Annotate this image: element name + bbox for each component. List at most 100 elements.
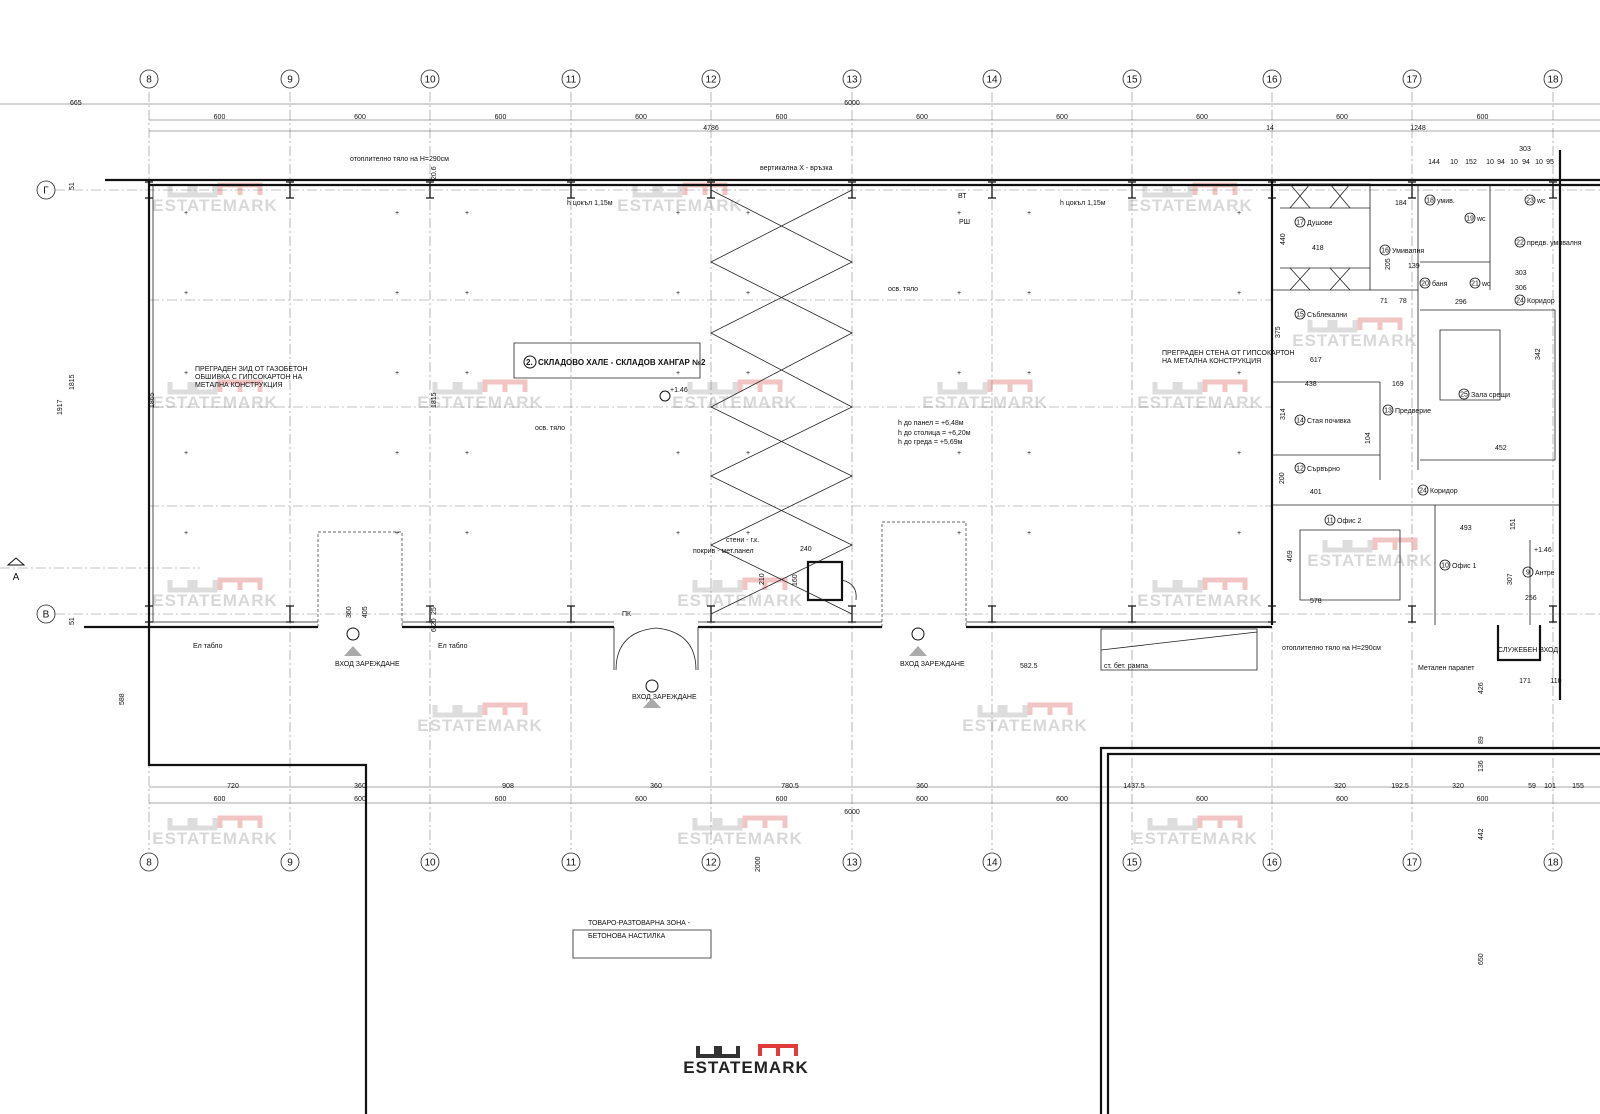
point-marker: + [395,530,399,537]
room-dimension: 303 [1515,270,1527,277]
room-number-bubble [1379,244,1391,256]
dimension: 1437.5 [1123,783,1145,790]
axis-row-label: Г [43,186,49,197]
point-marker: + [746,290,750,297]
axis-bubble [1122,69,1142,89]
point-marker: + [465,290,469,297]
room-number: 24 [1516,298,1524,305]
room-name: wc [1476,216,1486,223]
dimension: 600 [1196,114,1208,121]
dimension: 600 [354,796,366,803]
room-number: 23 [1526,198,1534,205]
dimension: 152 [1465,159,1477,166]
point-marker: + [184,290,188,297]
watermark: ESTATEMARK [152,577,277,610]
dimension: 600 [1477,796,1489,803]
annotation: h цокъл 1,15м [567,200,613,207]
section-marker [6,557,26,566]
door-motor-icon [911,627,925,641]
watermark-text: ESTATEMARK [617,196,743,215]
watermark-text: ESTATEMARK [152,829,278,848]
axis-label: 14 [986,75,998,86]
room-number-bubble [1324,514,1336,526]
dimension: 10 [1535,159,1543,166]
room-name: Коридор [1527,298,1555,305]
annotation: ВХОД ЗАРЕЖДАНЕ [335,661,400,668]
room-name: Съблекални [1307,311,1347,319]
office-block [1270,150,1562,700]
watermark-text: ESTATEMARK [1132,829,1258,848]
dimension: 600 [916,114,928,121]
axis-label: 18 [1547,75,1559,86]
axis-label: 14 [986,858,998,869]
dimension: 600 [776,796,788,803]
room-dimension: 104 [1365,432,1372,444]
room-dimension: 169 [1392,381,1404,388]
point-marker: + [395,290,399,297]
watermark: ESTATEMARK [922,379,1047,412]
room-name: Коридор [1430,488,1458,495]
dimension: 600 [214,114,226,121]
room-number: 24 [1419,488,1427,495]
annotation: 405 [362,606,369,618]
point-marker: + [1027,370,1031,377]
axis-label: 18 [1547,858,1559,869]
watermark-text: ESTATEMARK [677,829,803,848]
axis-label: 10 [424,75,436,86]
room-number-bubble [1464,212,1476,224]
room-number-bubble [1469,277,1481,289]
axis-label: 15 [1126,75,1138,86]
door-motor-icon [645,679,659,693]
room-number: 21 [1471,281,1479,288]
dimension: 320 [1452,783,1464,790]
watermark-text: ESTATEMARK [1137,393,1263,412]
point-marker: + [1027,530,1031,537]
axis-label: 10 [424,858,436,869]
room-number-bubble [1294,462,1306,474]
room-dimension: 452 [1495,445,1507,452]
room-dimension: 306 [1515,285,1527,292]
dimension: 600 [495,114,507,121]
point-marker: + [1027,210,1031,217]
logo-text: ESTATEMARK [683,1058,809,1077]
axis-bubble [1122,852,1142,872]
dimension: 600 [354,114,366,121]
point-marker: + [957,290,961,297]
dimension: 360 [916,783,928,790]
point-marker: + [184,530,188,537]
room-dimension: 493 [1460,525,1472,532]
dimension: 6000 [844,809,860,816]
room-name: Офис 1 [1452,563,1477,570]
axis-label: 16 [1266,858,1278,869]
axis-label: 17 [1406,75,1418,86]
dimension: 908 [502,783,514,790]
axis-label: 15 [1126,858,1138,869]
point-marker: + [676,370,680,377]
dimension: 95 [1546,159,1554,166]
dimension: 720 [227,783,239,790]
room-number-bubble [1424,194,1436,206]
annotation: ст. бет. рампа [1104,662,1148,670]
room-name: Офис 2 [1337,518,1362,525]
axis-label: 8 [146,75,152,86]
watermark-text: ESTATEMARK [962,716,1088,735]
point-marker: + [1237,370,1241,377]
axis-bubble [139,852,159,872]
axis-label: 12 [705,75,717,86]
annotation: 210 [759,573,766,585]
room-number-bubble [1417,484,1429,496]
watermark-text: ESTATEMARK [1292,331,1418,350]
annotation: РШ [959,219,970,226]
room-name: Сървърно [1307,466,1340,473]
watermark: ESTATEMARK [1132,815,1258,848]
annotation: Ел табло [193,642,223,650]
watermark: ESTATEMARK [1307,537,1432,570]
axis-bubble [1543,852,1563,872]
watermark: ESTATEMARK [1137,577,1262,610]
point-marker: + [465,530,469,537]
annotation: НА МЕТАЛНА КОНСТРУКЦИЯ [1162,358,1261,365]
point-marker: + [676,210,680,217]
watermark: ESTATEMARK [962,702,1088,735]
watermarks: ESTATEMARK ESTATEMARK ESTATEMARK ESTATEMARK… [152,182,1432,848]
point-marker: + [395,210,399,217]
